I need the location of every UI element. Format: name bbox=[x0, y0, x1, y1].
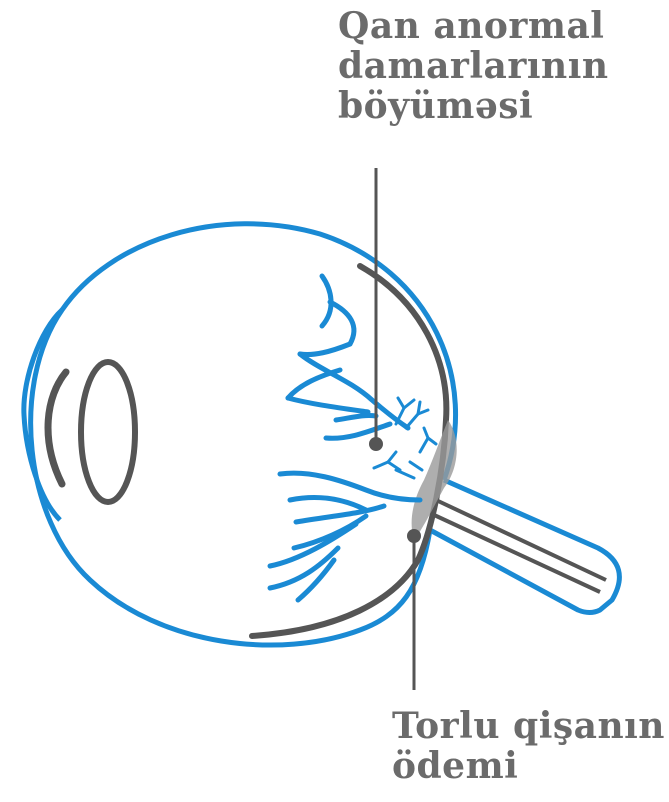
label-line: Qan anormal bbox=[338, 6, 609, 46]
lens bbox=[81, 362, 135, 502]
optic-nerve bbox=[430, 480, 619, 613]
leader-dot-top bbox=[369, 437, 383, 451]
retinal-vessels-upper bbox=[288, 276, 408, 438]
label-abnormal-vessel-growth: Qan anormal damarlarının böyüməsi bbox=[338, 6, 609, 126]
optic-nerve-inner-line bbox=[432, 514, 600, 592]
retinal-vessels-lower bbox=[270, 473, 420, 600]
leader-dot-bottom bbox=[407, 529, 421, 543]
label-line: damarlarının bbox=[338, 46, 609, 86]
iris-arc bbox=[48, 372, 66, 484]
label-line: Torlu qişanın bbox=[392, 706, 665, 746]
label-retinal-edema: Torlu qişanın ödemi bbox=[392, 706, 665, 786]
label-line: ödemi bbox=[392, 746, 665, 786]
label-line: böyüməsi bbox=[338, 86, 609, 126]
